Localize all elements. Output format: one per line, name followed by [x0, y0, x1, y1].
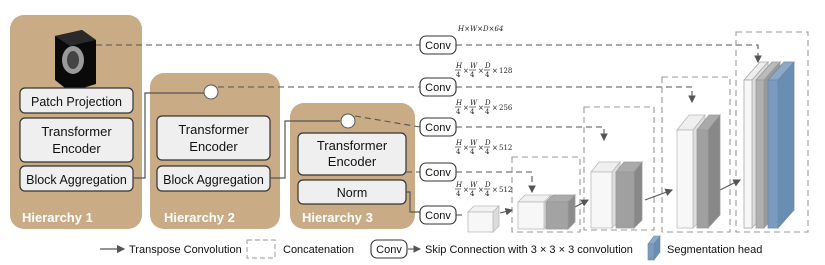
svg-text:Conv: Conv	[425, 82, 451, 94]
svg-text:D: D	[484, 181, 491, 189]
svg-text:4: 4	[485, 108, 490, 116]
svg-text:4: 4	[470, 71, 475, 79]
svg-text:D: D	[484, 139, 491, 147]
svg-text:4: 4	[456, 108, 461, 116]
legend-seg-label: Segmentation head	[667, 244, 762, 256]
feature-cube-2	[517, 194, 576, 230]
svg-text:Conv: Conv	[425, 167, 451, 179]
concat-regions	[511, 31, 809, 233]
svg-text:H: H	[455, 139, 463, 147]
legend-concat-label: Concatenation	[283, 244, 354, 256]
legend-transpose-label: Transpose Convolution	[129, 244, 242, 256]
svg-text:W: W	[470, 139, 478, 147]
svg-text:×: ×	[492, 186, 498, 194]
legend-conv-swatch	[370, 239, 408, 259]
legend-concat-swatch	[246, 239, 276, 259]
legend-skip-label: Skip Connection with 3 × 3 × 3 convoluti…	[425, 244, 633, 256]
feature-cube-1	[467, 205, 500, 233]
svg-text:W: W	[470, 99, 478, 107]
svg-text:4: 4	[470, 108, 475, 116]
svg-text:D: D	[484, 62, 491, 70]
conv-1: Conv	[419, 35, 457, 55]
legend-seg-swatch	[647, 235, 661, 261]
hierarchy-2-label: Hierarchy 2	[164, 210, 235, 225]
feature-cube-4	[676, 113, 721, 230]
shape-label-3: H 4 × W 4 × D 4 × 256	[455, 99, 513, 116]
h1-encoder-label: Encoder	[52, 141, 101, 156]
svg-text:H: H	[455, 62, 463, 70]
svg-text:Conv: Conv	[425, 122, 451, 134]
svg-text:×: ×	[478, 104, 484, 112]
svg-text:4: 4	[456, 71, 461, 79]
svg-text:Conv: Conv	[425, 40, 451, 52]
h1-block-aggregation-label: Block Aggregation	[26, 173, 127, 187]
svg-text:W: W	[470, 62, 478, 70]
svg-text:4: 4	[485, 190, 490, 198]
svg-text:H: H	[455, 181, 463, 189]
svg-text:×: ×	[463, 144, 469, 152]
svg-text:×: ×	[478, 67, 484, 75]
h1-transformer-encoder-block	[19, 117, 134, 163]
h2-encoder-label: Encoder	[189, 139, 238, 154]
h3-transformer-label: Transformer	[317, 138, 388, 153]
svg-text:4: 4	[485, 71, 490, 79]
legend-conv-text: Conv	[376, 244, 402, 256]
hierarchy-1-label: Hierarchy 1	[22, 210, 93, 225]
skip-lines	[96, 44, 762, 216]
svg-text:4: 4	[485, 148, 490, 156]
svg-text:×: ×	[463, 67, 469, 75]
h2-entry-node	[203, 84, 219, 100]
h2-transformer-label: Transformer	[178, 122, 249, 137]
svg-text:H: H	[455, 99, 463, 107]
legend: Transpose Convolution Concatenation Conv…	[100, 235, 762, 261]
svg-text:4: 4	[456, 148, 461, 156]
feature-cube-5	[743, 60, 795, 230]
svg-text:4: 4	[470, 148, 475, 156]
svg-text:Conv: Conv	[425, 210, 451, 222]
svg-text:4: 4	[470, 190, 475, 198]
svg-text:4: 4	[456, 190, 461, 198]
svg-text:512: 512	[499, 144, 512, 152]
conv-5: Conv	[419, 205, 457, 225]
input-volume-icon	[55, 30, 96, 92]
svg-text:×: ×	[492, 67, 498, 75]
h2-transformer-encoder-block	[156, 115, 271, 161]
decoder-arrows	[499, 179, 741, 216]
h3-norm-label: Norm	[337, 186, 368, 200]
h1-transformer-label: Transformer	[41, 124, 112, 139]
conv-3: Conv	[419, 117, 457, 137]
svg-text:128: 128	[499, 67, 512, 75]
svg-text:×: ×	[463, 186, 469, 194]
patch-projection-block	[19, 87, 134, 114]
shape-label-2: H 4 × W 4 × D 4 × 128	[455, 62, 512, 79]
h2-block-aggregation-label: Block Aggregation	[163, 173, 264, 187]
svg-text:×: ×	[492, 104, 498, 112]
h3-encoder-label: Encoder	[328, 154, 377, 169]
svg-text:D: D	[484, 99, 491, 107]
conv-4: Conv	[419, 162, 457, 182]
shape-label-1: H×W×D×64	[457, 25, 503, 33]
svg-text:×: ×	[492, 144, 498, 152]
svg-text:256: 256	[499, 104, 513, 112]
h3-entry-node	[340, 113, 356, 129]
patch-projection-label: Patch Projection	[31, 95, 122, 109]
svg-text:W: W	[470, 181, 478, 189]
svg-text:×: ×	[478, 186, 484, 194]
svg-text:×: ×	[478, 144, 484, 152]
svg-text:×: ×	[463, 104, 469, 112]
shape-label-5: H 4 × W 4 × D 4 × 512	[455, 181, 512, 198]
flow-lines	[133, 92, 420, 213]
hierarchy-3-label: Hierarchy 3	[302, 210, 373, 225]
svg-text:512: 512	[499, 186, 512, 194]
conv-2: Conv	[419, 77, 457, 97]
feature-cube-3	[590, 160, 643, 229]
h3-transformer-encoder-block	[297, 132, 407, 176]
shape-label-4: H 4 × W 4 × D 4 × 512	[455, 139, 512, 156]
